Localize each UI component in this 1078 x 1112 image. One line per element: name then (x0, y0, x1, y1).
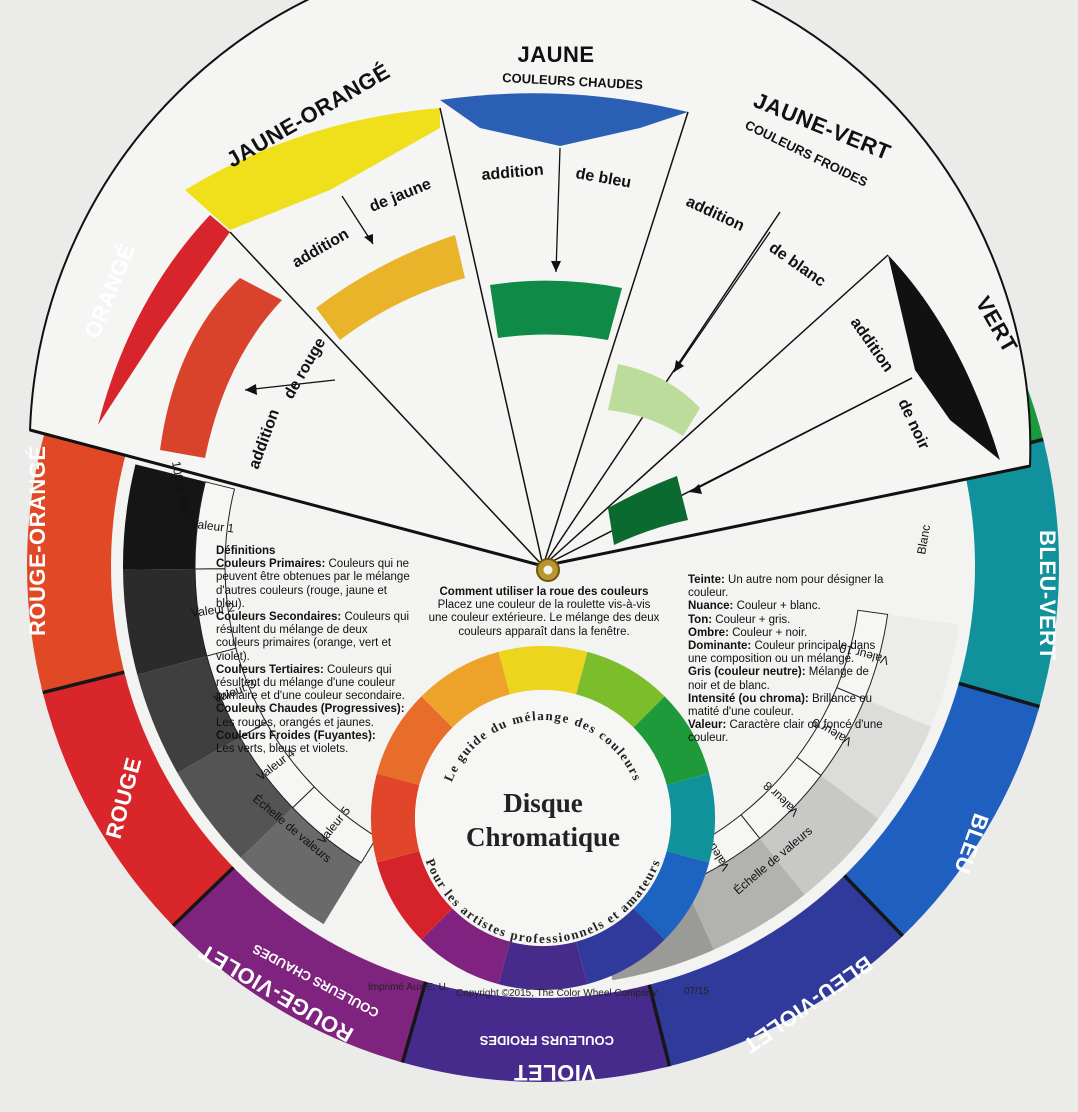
term-secondaires: Couleurs Secondaires: (216, 611, 342, 624)
definitions-block: Définitions Couleurs Primaires: Couleurs… (216, 545, 412, 756)
dial-black-piece (888, 255, 1000, 460)
outer-segment-bleu-violet (647, 875, 902, 1067)
outer-segment-bleu-vert (956, 441, 1059, 709)
def-dominante: Couleur principale dans une composition … (688, 640, 876, 666)
label-add-bleu-1: addition (481, 162, 544, 184)
def-nuance: Couleur + blanc. (733, 600, 821, 613)
scale-left-swatch (177, 737, 293, 858)
def-ombre: Couleur + noir. (728, 626, 808, 639)
temp-chaudes-top: COULEURS CHAUDES (502, 70, 644, 92)
howto-block: Comment utiliser la roue des couleurs Pl… (428, 586, 660, 639)
inner-wheel-segment (666, 773, 715, 863)
center-title-1: Disque (503, 788, 583, 818)
inner-wheel-segment (633, 851, 710, 940)
scale-right-swatch (820, 699, 932, 819)
scale-right-swatch (759, 775, 879, 895)
window-bleu (490, 280, 622, 340)
inner-wheel-segment (376, 696, 453, 785)
window-blanc (608, 364, 700, 436)
window-jaune (316, 235, 465, 340)
outer-label-jaune: JAUNE (517, 42, 594, 67)
dial-red-piece (98, 215, 230, 425)
window-rouge (160, 278, 282, 458)
footer-code: 07/15 (684, 986, 709, 997)
outer-segment-violet (400, 979, 668, 1082)
def-teinte: Un autre nom pour désigner la couleur. (688, 574, 884, 600)
scale-right-swatch (684, 838, 805, 950)
dial-yellow-piece (185, 108, 440, 230)
def-valeur: Caractère clair ou foncé d'une couleur. (688, 719, 883, 745)
inner-color-wheel (371, 646, 715, 990)
scale-left-cell (206, 647, 267, 739)
term-chaudes: Couleurs Chaudes (Progressives): (216, 703, 405, 716)
scale-left-swatch (240, 807, 362, 925)
footer-copyright: Copyright ©2015, The Color Wheel Company (456, 988, 657, 999)
temp-froides-bottom: COULEURS FROIDES (479, 1033, 614, 1048)
def-gris: Mélange de noir et de blanc. (688, 666, 869, 692)
def-primaires: Couleurs qui ne peuvent être obtenues pa… (216, 558, 410, 610)
term-intensite: Intensité (ou chroma): (688, 692, 809, 705)
outer-label-bleu-vert: BLEU-VERT (1035, 530, 1060, 660)
inner-wheel-segment (371, 773, 420, 863)
term-tertiaires: Couleurs Tertiaires: (216, 663, 324, 676)
scale-left-swatch (123, 569, 207, 675)
scale-left-cell (291, 786, 378, 864)
terms-block: Teinte: Un autre nom pour désigner la co… (688, 574, 888, 746)
scale-left-label: Valeur 1 (190, 517, 235, 536)
inner-wheel-segment (576, 651, 665, 728)
inner-wheel-segment (498, 646, 588, 695)
inner-wheel-segment (421, 651, 510, 728)
footer-imprint: Imprimé Aux E. U. (368, 982, 449, 993)
outer-label-rouge-orange: ROUGE-ORANGÉ (25, 445, 50, 636)
outer-segment-rouge-orange (26, 423, 130, 691)
inner-wheel-segment (421, 908, 510, 985)
inner-wheel-segment (576, 908, 665, 985)
outer-segment-rouge-violet (171, 864, 425, 1063)
inner-wheel-segment (498, 941, 588, 990)
def-chaudes: Les rouges, orangés et jaunes. (216, 716, 374, 729)
rotating-dial[interactable]: addition de rouge addition de jaune addi… (28, 0, 1032, 568)
term-teinte: Teinte: (688, 574, 725, 586)
term-gris: Gris (couleur neutre): (688, 666, 806, 679)
scale-right-top: Blanc (914, 524, 933, 556)
scale-left-cell (194, 568, 237, 657)
inner-wheel-segment (633, 696, 710, 785)
scale-left-cell (239, 721, 315, 809)
window-noir (608, 476, 688, 545)
outer-label-violet: VIOLET (513, 1060, 596, 1085)
scale-left-swatch (122, 464, 206, 570)
dial-blue-piece (440, 93, 688, 146)
inner-wheel-segment (376, 851, 453, 940)
term-dominante: Dominante: (688, 640, 752, 653)
inner-wheel-center (415, 690, 671, 946)
def-ton: Couleur + gris. (712, 613, 791, 626)
scale-left-cell (194, 481, 236, 570)
outer-segment-rouge (42, 670, 234, 925)
def-tertiaires: Couleurs qui résultent du mélange d'une … (216, 663, 405, 703)
def-intensite: Brillance ou matité d'une couleur. (688, 692, 873, 719)
def-froides: Les verts, bleus et violets. (216, 743, 349, 756)
scale-left-label: Valeur 2 (190, 600, 236, 620)
definitions-heading: Définitions (216, 545, 276, 557)
term-ombre: Ombre: (688, 626, 729, 639)
term-ton: Ton: (688, 613, 713, 626)
term-primaires: Couleurs Primaires: (216, 558, 326, 571)
def-secondaires: Couleurs qui résultent du mélange de deu… (216, 611, 410, 663)
term-froides: Couleurs Froides (Fuyantes): (216, 729, 376, 742)
scale-left-swatch (137, 656, 241, 773)
center-title-2: Chromatique (466, 822, 620, 852)
scale-right-swatch (864, 614, 959, 727)
howto-text: Placez une couleur de la roulette vis-à-… (428, 599, 660, 638)
howto-heading: Comment utiliser la roue des couleurs (439, 586, 649, 598)
term-nuance: Nuance: (688, 600, 734, 613)
term-valeur: Valeur: (688, 719, 727, 732)
outer-segment-bleu (841, 684, 1040, 938)
